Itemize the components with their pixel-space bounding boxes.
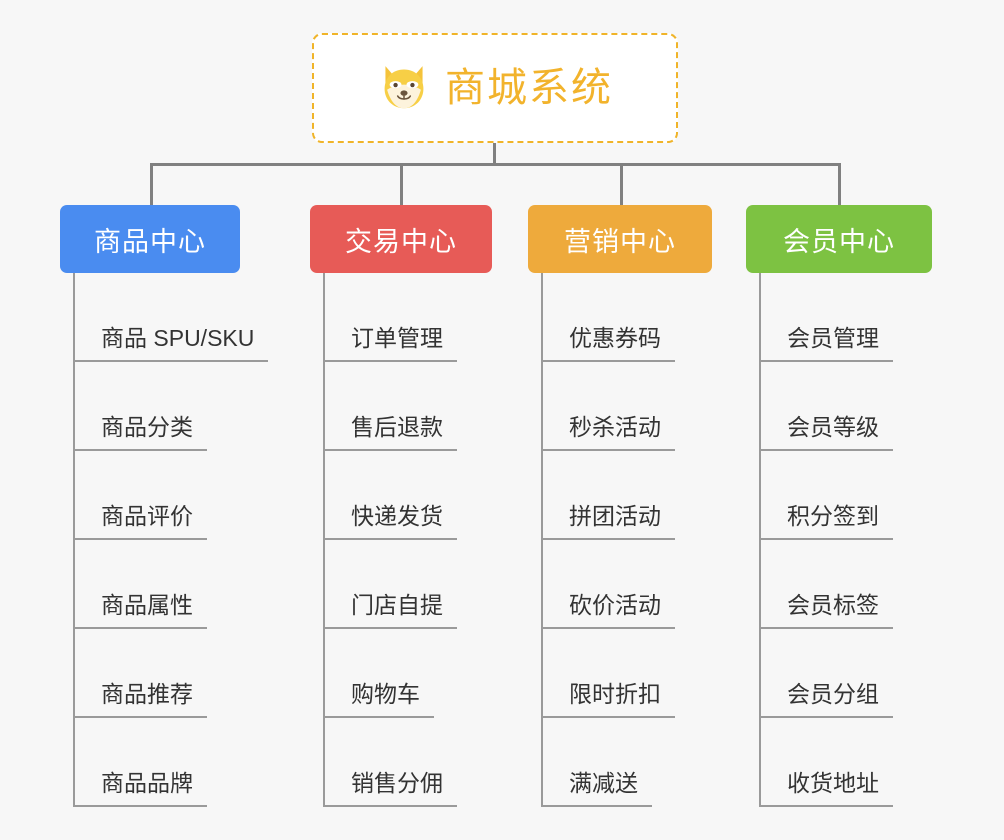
leaf-item[interactable]: 砍价活动 — [541, 540, 675, 629]
leaf-item[interactable]: 会员标签 — [759, 540, 893, 629]
leaf-item[interactable]: 商品评价 — [73, 451, 207, 540]
leaf-label: 商品评价 — [73, 502, 207, 540]
leaf-item[interactable]: 商品 SPU/SKU — [73, 273, 269, 362]
leaf-label: 限时折扣 — [541, 680, 675, 718]
leaf-item[interactable]: 售后退款 — [323, 362, 457, 451]
leaf-item[interactable]: 快递发货 — [323, 451, 457, 540]
leaf-item[interactable]: 会员分组 — [759, 629, 893, 718]
leaf-label: 购物车 — [323, 680, 434, 718]
category-spine-1 — [73, 273, 75, 807]
category-header-2[interactable]: 交易中心 — [310, 205, 492, 273]
leaf-label: 商品属性 — [73, 591, 207, 629]
leaf-label: 门店自提 — [323, 591, 457, 629]
leaf-item[interactable]: 销售分佣 — [323, 718, 457, 807]
leaf-label: 会员管理 — [759, 324, 893, 362]
category-header-4[interactable]: 会员中心 — [746, 205, 932, 273]
connector-root-stem — [493, 143, 496, 165]
leaf-item[interactable]: 秒杀活动 — [541, 362, 675, 451]
leaf-label: 销售分佣 — [323, 769, 457, 807]
category-header-3[interactable]: 营销中心 — [528, 205, 712, 273]
leaf-item[interactable]: 订单管理 — [323, 273, 457, 362]
connector-drop-3 — [620, 163, 623, 205]
leaf-item[interactable]: 会员等级 — [759, 362, 893, 451]
leaf-label: 会员分组 — [759, 680, 893, 718]
leaf-item[interactable]: 商品属性 — [73, 540, 207, 629]
category-spine-4 — [759, 273, 761, 807]
leaf-label: 砍价活动 — [541, 591, 675, 629]
category-spine-3 — [541, 273, 543, 807]
leaf-item[interactable]: 限时折扣 — [541, 629, 675, 718]
shiba-dog-icon — [384, 66, 424, 109]
leaf-label: 收货地址 — [759, 769, 893, 807]
leaf-label: 商品 SPU/SKU — [73, 324, 269, 362]
leaf-label: 满减送 — [541, 769, 652, 807]
leaf-label: 积分签到 — [759, 502, 893, 540]
connector-drop-1 — [150, 163, 153, 205]
leaf-item[interactable]: 会员管理 — [759, 273, 893, 362]
leaf-item[interactable]: 门店自提 — [323, 540, 457, 629]
leaf-item[interactable]: 优惠券码 — [541, 273, 675, 362]
leaf-item[interactable]: 满减送 — [541, 718, 652, 807]
leaf-item[interactable]: 拼团活动 — [541, 451, 675, 540]
leaf-label: 会员等级 — [759, 413, 893, 451]
root-title: 商城系统 — [445, 66, 613, 110]
leaf-label: 优惠券码 — [541, 324, 675, 362]
category-spine-2 — [323, 273, 325, 807]
leaf-label: 商品品牌 — [73, 769, 207, 807]
leaf-label: 商品推荐 — [73, 680, 207, 718]
root-node[interactable]: 商城系统 — [312, 33, 678, 143]
connector-bus — [150, 163, 840, 166]
leaf-item[interactable]: 商品品牌 — [73, 718, 207, 807]
category-header-2-label: 交易中心 — [345, 226, 457, 257]
leaf-item[interactable]: 积分签到 — [759, 451, 893, 540]
leaf-label: 商品分类 — [73, 413, 207, 451]
leaf-item[interactable]: 商品推荐 — [73, 629, 207, 718]
leaf-label: 拼团活动 — [541, 502, 675, 540]
leaf-label: 订单管理 — [323, 324, 457, 362]
leaf-item[interactable]: 购物车 — [323, 629, 434, 718]
connector-drop-2 — [400, 163, 403, 205]
category-header-3-label: 营销中心 — [564, 226, 676, 257]
leaf-label: 秒杀活动 — [541, 413, 675, 451]
leaf-item[interactable]: 收货地址 — [759, 718, 893, 807]
leaf-label: 会员标签 — [759, 591, 893, 629]
category-header-1-label: 商品中心 — [94, 226, 206, 257]
connector-drop-4 — [838, 163, 841, 205]
category-header-1[interactable]: 商品中心 — [60, 205, 240, 273]
category-header-4-label: 会员中心 — [783, 226, 895, 257]
leaf-label: 售后退款 — [323, 413, 457, 451]
leaf-label: 快递发货 — [323, 502, 457, 540]
leaf-item[interactable]: 商品分类 — [73, 362, 207, 451]
